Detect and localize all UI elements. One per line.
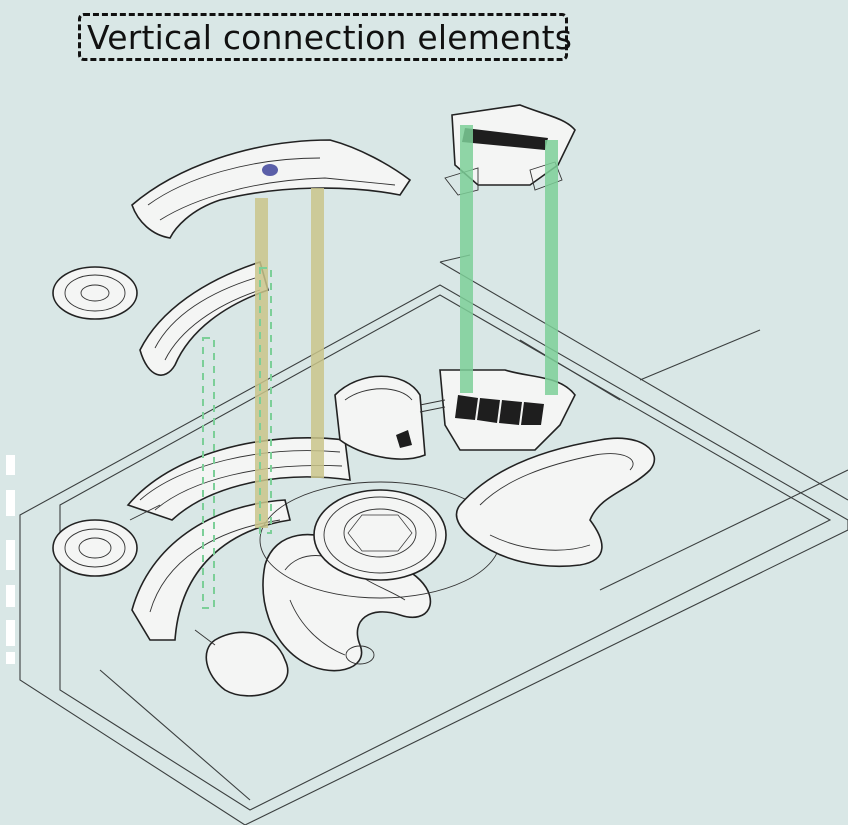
yellow-vertical-connection-left (255, 198, 268, 528)
vertical-connections (202, 125, 558, 609)
top-floor-arc-wing (131, 139, 412, 239)
left-edge-marks (6, 455, 15, 664)
first-floor-plan (52, 260, 269, 376)
ground-floor-plan (52, 369, 656, 697)
green-dashed-connection-left (202, 337, 215, 609)
diagram-title-label: Vertical connection elements (78, 13, 572, 61)
ground-round-pavilion (52, 519, 138, 577)
ground-central-plaza (313, 489, 447, 581)
green-dashed-connection-right (259, 267, 272, 534)
ground-lower-arc-wing (131, 499, 291, 641)
green-vertical-connection-right (545, 140, 558, 395)
first-floor-arc-wing (139, 260, 269, 376)
green-vertical-connection-left (460, 125, 473, 393)
site-boundary (19, 254, 848, 825)
ground-bottom-pod (205, 631, 289, 697)
top-floor-plan (131, 104, 576, 239)
yellow-vertical-connection-right (311, 188, 324, 478)
ground-right-lobe (455, 437, 656, 568)
